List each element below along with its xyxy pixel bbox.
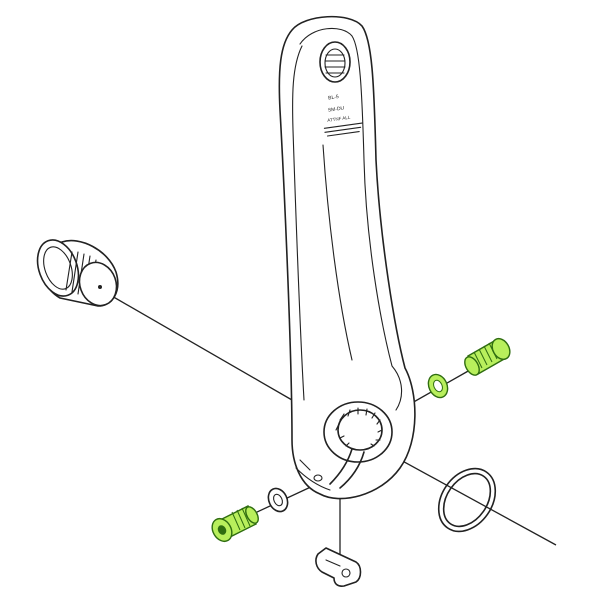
washer-upper (427, 373, 449, 399)
washer-lower-hole (273, 493, 283, 507)
marking-text-2: SM-DU (328, 105, 345, 113)
spindle-bore-outer (323, 401, 393, 463)
safety-plate-body (315, 547, 362, 587)
o-ring-inner (442, 472, 492, 528)
safety-plate-tab (325, 559, 341, 567)
washer-lower (267, 487, 289, 513)
pinch-bolt-lower-tip (245, 506, 259, 524)
pedal-hole-thread (324, 54, 346, 74)
clamp-lower-edge (295, 459, 331, 491)
pinch-bolt-upper (464, 337, 511, 376)
crank-arm-edge-ridge (322, 144, 353, 361)
marking-line-1 (323, 122, 363, 129)
pinch-bolt-upper-tip (464, 356, 480, 376)
crank-arm-markings: BL-5 SM-DU ATTNF ALL (323, 94, 363, 137)
crank-arm: BL-5 SM-DU ATTNF ALL (278, 15, 416, 500)
spindle-splines (335, 407, 383, 447)
pinch-bolt-lower (211, 505, 259, 543)
pedal-hole-inner (324, 48, 346, 78)
crank-arm-inner-outline (292, 27, 403, 411)
pinch-bolt-lower-threads (231, 507, 251, 531)
marking-text-3: ATTNF ALL (327, 115, 351, 123)
pinch-slot (329, 448, 365, 489)
pinch-bolt-upper-threads (473, 342, 498, 369)
o-ring (437, 467, 497, 533)
marking-line-3 (326, 130, 360, 137)
crank-bolt-axis-line (97, 287, 293, 401)
crank-bolt-cap (36, 239, 119, 307)
safety-plate-hole (341, 568, 351, 578)
hex-socket-icon (217, 525, 227, 535)
marking-text-1: BL-5 (328, 94, 340, 101)
pedal-hole-outer (319, 41, 351, 83)
washer-lower-outer (267, 487, 289, 513)
cap-end-face (78, 261, 118, 307)
clamp-bolt-hole-lower (313, 474, 323, 482)
cap-flange (36, 239, 80, 297)
washer-upper-hole (433, 379, 443, 393)
cap-center-hole (98, 285, 102, 289)
marking-line-2 (324, 126, 362, 133)
o-ring-outer (437, 467, 497, 533)
crank-arm-outline (278, 15, 416, 500)
safety-plate (315, 547, 362, 587)
